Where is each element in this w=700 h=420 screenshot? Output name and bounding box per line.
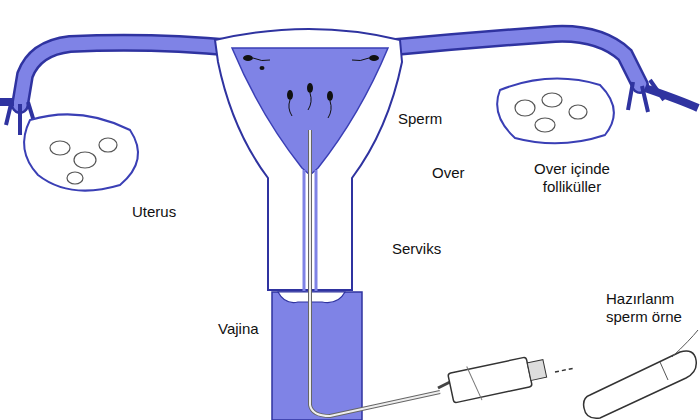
sample-tube — [584, 330, 698, 418]
sperm-cell — [243, 55, 379, 118]
part-label: Serviks — [392, 240, 441, 258]
part-label: Over — [432, 164, 465, 182]
part-label: Hazırlanm sperm örne — [606, 290, 694, 326]
vagina — [272, 292, 362, 420]
dashed-link — [555, 368, 575, 372]
catheter — [310, 130, 440, 416]
part-label: Vajina — [218, 320, 259, 338]
part-label: Uterus — [132, 203, 176, 221]
syringe — [438, 357, 547, 403]
part-label: Over içinde folliküller — [520, 160, 624, 196]
part-label: Sperm — [398, 110, 442, 128]
